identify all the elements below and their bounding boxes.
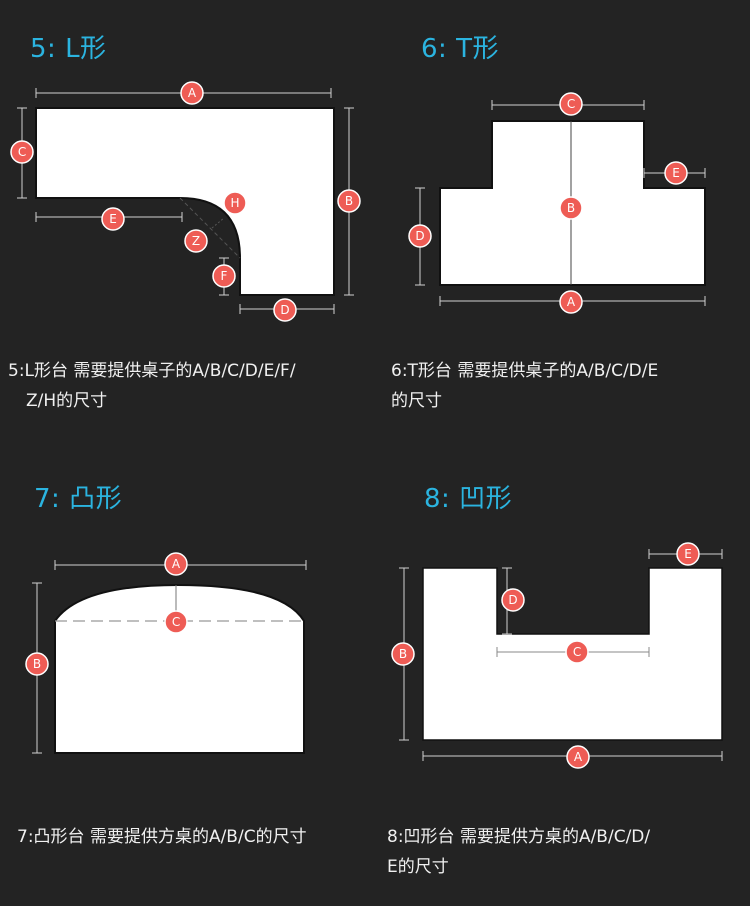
svg-text:B: B xyxy=(345,194,353,208)
svg-text:A: A xyxy=(188,86,197,100)
l-shape-tabletop xyxy=(35,107,335,296)
convex-shape-badge-b: B xyxy=(25,652,49,676)
concave-shape-badge-b: B xyxy=(391,642,415,666)
concave-shape-badge-e: E xyxy=(676,542,700,566)
svg-text:D: D xyxy=(415,229,424,243)
l-shape-badge-b: B xyxy=(337,189,361,213)
convex-shape-tabletop xyxy=(54,583,305,754)
t-shape-badge-b: B xyxy=(559,196,583,220)
svg-text:C: C xyxy=(567,97,575,111)
l-shape-badge-f: F xyxy=(212,264,236,288)
svg-text:A: A xyxy=(567,295,576,309)
svg-text:D: D xyxy=(280,303,289,317)
concave-shape-badge-c: C xyxy=(565,640,589,664)
l-shape-badge-e: E xyxy=(101,207,125,231)
svg-text:C: C xyxy=(573,645,581,659)
l-shape-description: 5:L形台 需要提供桌子的A/B/C/D/E/F/ Z/H的尺寸 xyxy=(8,356,296,416)
svg-text:D: D xyxy=(508,593,517,607)
l-shape-badge-a: A xyxy=(180,81,204,105)
l-shape-title: 5: L形 xyxy=(30,34,107,64)
svg-text:E: E xyxy=(109,212,117,226)
convex-shape-title: 7: 凸形 xyxy=(34,484,123,514)
l-shape-badge-h: H xyxy=(223,191,247,215)
l-shape-desc-line2: Z/H的尺寸 xyxy=(26,391,108,411)
convex-shape-badge-a: A xyxy=(164,552,188,576)
concave-shape-desc-line1: 8:凹形台 需要提供方桌的A/B/C/D/ xyxy=(387,827,651,847)
t-shape-badge-a: A xyxy=(559,290,583,314)
convex-shape-desc-line1: 7:凸形台 需要提供方桌的A/B/C的尺寸 xyxy=(17,827,307,847)
t-shape-badge-d: D xyxy=(408,224,432,248)
l-shape-badge-z: Z xyxy=(184,229,208,253)
concave-shape-title: 8: 凹形 xyxy=(424,484,513,514)
t-shape-desc-line2: 的尺寸 xyxy=(391,391,442,411)
convex-shape-description: 7:凸形台 需要提供方桌的A/B/C的尺寸 xyxy=(17,822,307,852)
t-shape-desc-line1: 6:T形台 需要提供桌子的A/B/C/D/E xyxy=(391,361,659,381)
svg-text:F: F xyxy=(221,269,228,283)
l-shape-badge-d: D xyxy=(273,298,297,322)
l-shape-chord-z xyxy=(179,197,241,259)
t-shape-title: 6: T形 xyxy=(421,34,499,64)
svg-text:C: C xyxy=(18,145,26,159)
t-shape-description: 6:T形台 需要提供桌子的A/B/C/D/E 的尺寸 xyxy=(391,356,658,416)
svg-text:C: C xyxy=(172,615,180,629)
t-shape-badge-c: C xyxy=(559,92,583,116)
concave-shape-desc-line2: E的尺寸 xyxy=(387,857,449,877)
convex-shape-badge-c: C xyxy=(164,610,188,634)
concave-shape-badge-a: A xyxy=(566,745,590,769)
concave-shape-description: 8:凹形台 需要提供方桌的A/B/C/D/ E的尺寸 xyxy=(387,822,650,882)
svg-text:B: B xyxy=(33,657,41,671)
svg-text:H: H xyxy=(230,196,239,210)
svg-text:B: B xyxy=(399,647,407,661)
l-shape-desc-line1: 5:L形台 需要提供桌子的A/B/C/D/E/F/ xyxy=(8,361,296,381)
concave-shape-badge-d: D xyxy=(501,588,525,612)
svg-text:E: E xyxy=(684,547,692,561)
convex-shape-diagram: A C B xyxy=(25,552,307,754)
t-shape-diagram: C E B D A xyxy=(408,92,706,314)
svg-text:B: B xyxy=(567,201,575,215)
svg-text:Z: Z xyxy=(192,234,200,248)
svg-text:A: A xyxy=(574,750,583,764)
l-shape-sagitta-h xyxy=(211,217,225,229)
t-shape-badge-e: E xyxy=(664,161,688,185)
svg-text:E: E xyxy=(672,166,680,180)
concave-shape-diagram: E D C B A xyxy=(391,542,723,769)
l-shape-diagram: A C B E H Z F D xyxy=(10,81,361,322)
l-shape-badge-c: C xyxy=(10,140,34,164)
svg-text:A: A xyxy=(172,557,181,571)
